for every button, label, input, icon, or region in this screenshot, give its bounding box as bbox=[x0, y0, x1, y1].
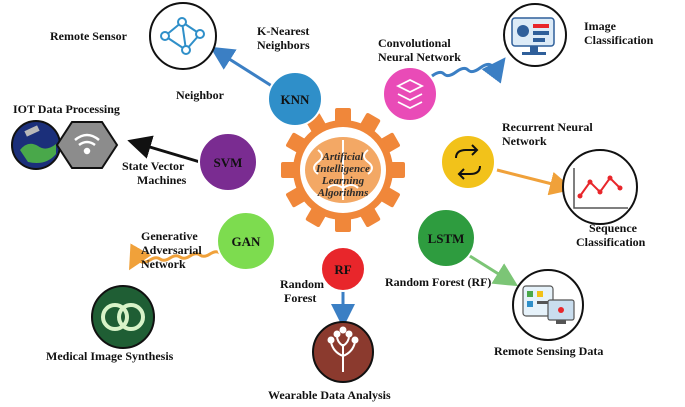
label-gan-3: Network bbox=[141, 257, 186, 271]
label-rf-2: Forest bbox=[284, 291, 316, 305]
lstm-arrow bbox=[464, 251, 519, 287]
rnn-node bbox=[440, 134, 496, 190]
medical-synthesis-icon bbox=[91, 285, 155, 349]
label-remote-sensing: Remote Sensing Data bbox=[494, 344, 603, 358]
wifi-icon bbox=[74, 133, 100, 155]
knn-node-label: KNN bbox=[281, 92, 311, 107]
label-seq-1: Sequence bbox=[589, 221, 638, 235]
label-knn-2: Neighbors bbox=[257, 38, 310, 52]
svm-node: SVM bbox=[198, 132, 258, 192]
rf-node-label: RF bbox=[334, 262, 351, 277]
label-medical: Medical Image Synthesis bbox=[46, 349, 174, 363]
label-seq-2: Classification bbox=[576, 235, 646, 249]
gan-arrow bbox=[129, 243, 231, 271]
iot-icon bbox=[11, 120, 119, 170]
label-image-1: Image bbox=[584, 19, 617, 33]
label-gan-2: Adversarial bbox=[141, 243, 202, 257]
label-rnn-1: Recurrent Neural bbox=[502, 120, 593, 134]
label-rf-full: Random Forest (RF) bbox=[385, 275, 491, 289]
label-wearable: Wearable Data Analysis bbox=[268, 388, 391, 402]
center-line-2: Intelligence bbox=[315, 163, 370, 175]
network-icon bbox=[149, 2, 217, 70]
rf-node: RF bbox=[320, 246, 366, 292]
knn-node: KNN bbox=[267, 71, 323, 127]
image-classification-icon bbox=[503, 3, 567, 67]
cnn-arrow bbox=[431, 57, 506, 84]
layers-icon bbox=[395, 78, 425, 110]
label-rf-1: Random bbox=[280, 277, 324, 291]
rnn-arrow bbox=[496, 168, 574, 196]
svm-node-label: SVM bbox=[214, 155, 243, 170]
center-line-1: Artificial bbox=[322, 151, 365, 163]
remote-sensing-icon bbox=[512, 269, 584, 341]
cycle-icon bbox=[455, 144, 481, 180]
lstm-node: LSTM bbox=[416, 208, 476, 268]
center-line-3: Learning bbox=[321, 175, 365, 187]
cnn-node bbox=[382, 66, 438, 122]
label-svm-1: State Vector bbox=[122, 159, 185, 173]
label-knn-1: K-Nearest bbox=[257, 24, 309, 38]
sequence-chart-icon bbox=[562, 149, 638, 225]
gan-node: GAN bbox=[216, 211, 276, 271]
label-gan-1: Generative bbox=[141, 229, 198, 243]
svm-arrow bbox=[127, 135, 201, 164]
knn-arrow bbox=[209, 46, 276, 90]
label-rnn-2: Network bbox=[502, 134, 547, 148]
label-svm-2: Machines bbox=[137, 173, 187, 187]
label-cnn-1: Convolutional bbox=[378, 36, 451, 50]
center-line-4: Algorithms bbox=[317, 187, 369, 199]
brain-icon bbox=[305, 137, 381, 203]
lstm-node-label: LSTM bbox=[428, 231, 465, 246]
label-iot: IOT Data Processing bbox=[13, 102, 120, 116]
label-image-2: Classification bbox=[584, 33, 654, 47]
label-remote-sensor: Remote Sensor bbox=[50, 29, 128, 43]
label-neighbor: Neighbor bbox=[176, 88, 225, 102]
central-gear: Artificial Intelligence Learning Algorit… bbox=[281, 108, 405, 232]
wearable-icon bbox=[312, 321, 374, 383]
label-cnn-2: Neural Network bbox=[378, 50, 461, 64]
gan-node-label: GAN bbox=[232, 234, 262, 249]
